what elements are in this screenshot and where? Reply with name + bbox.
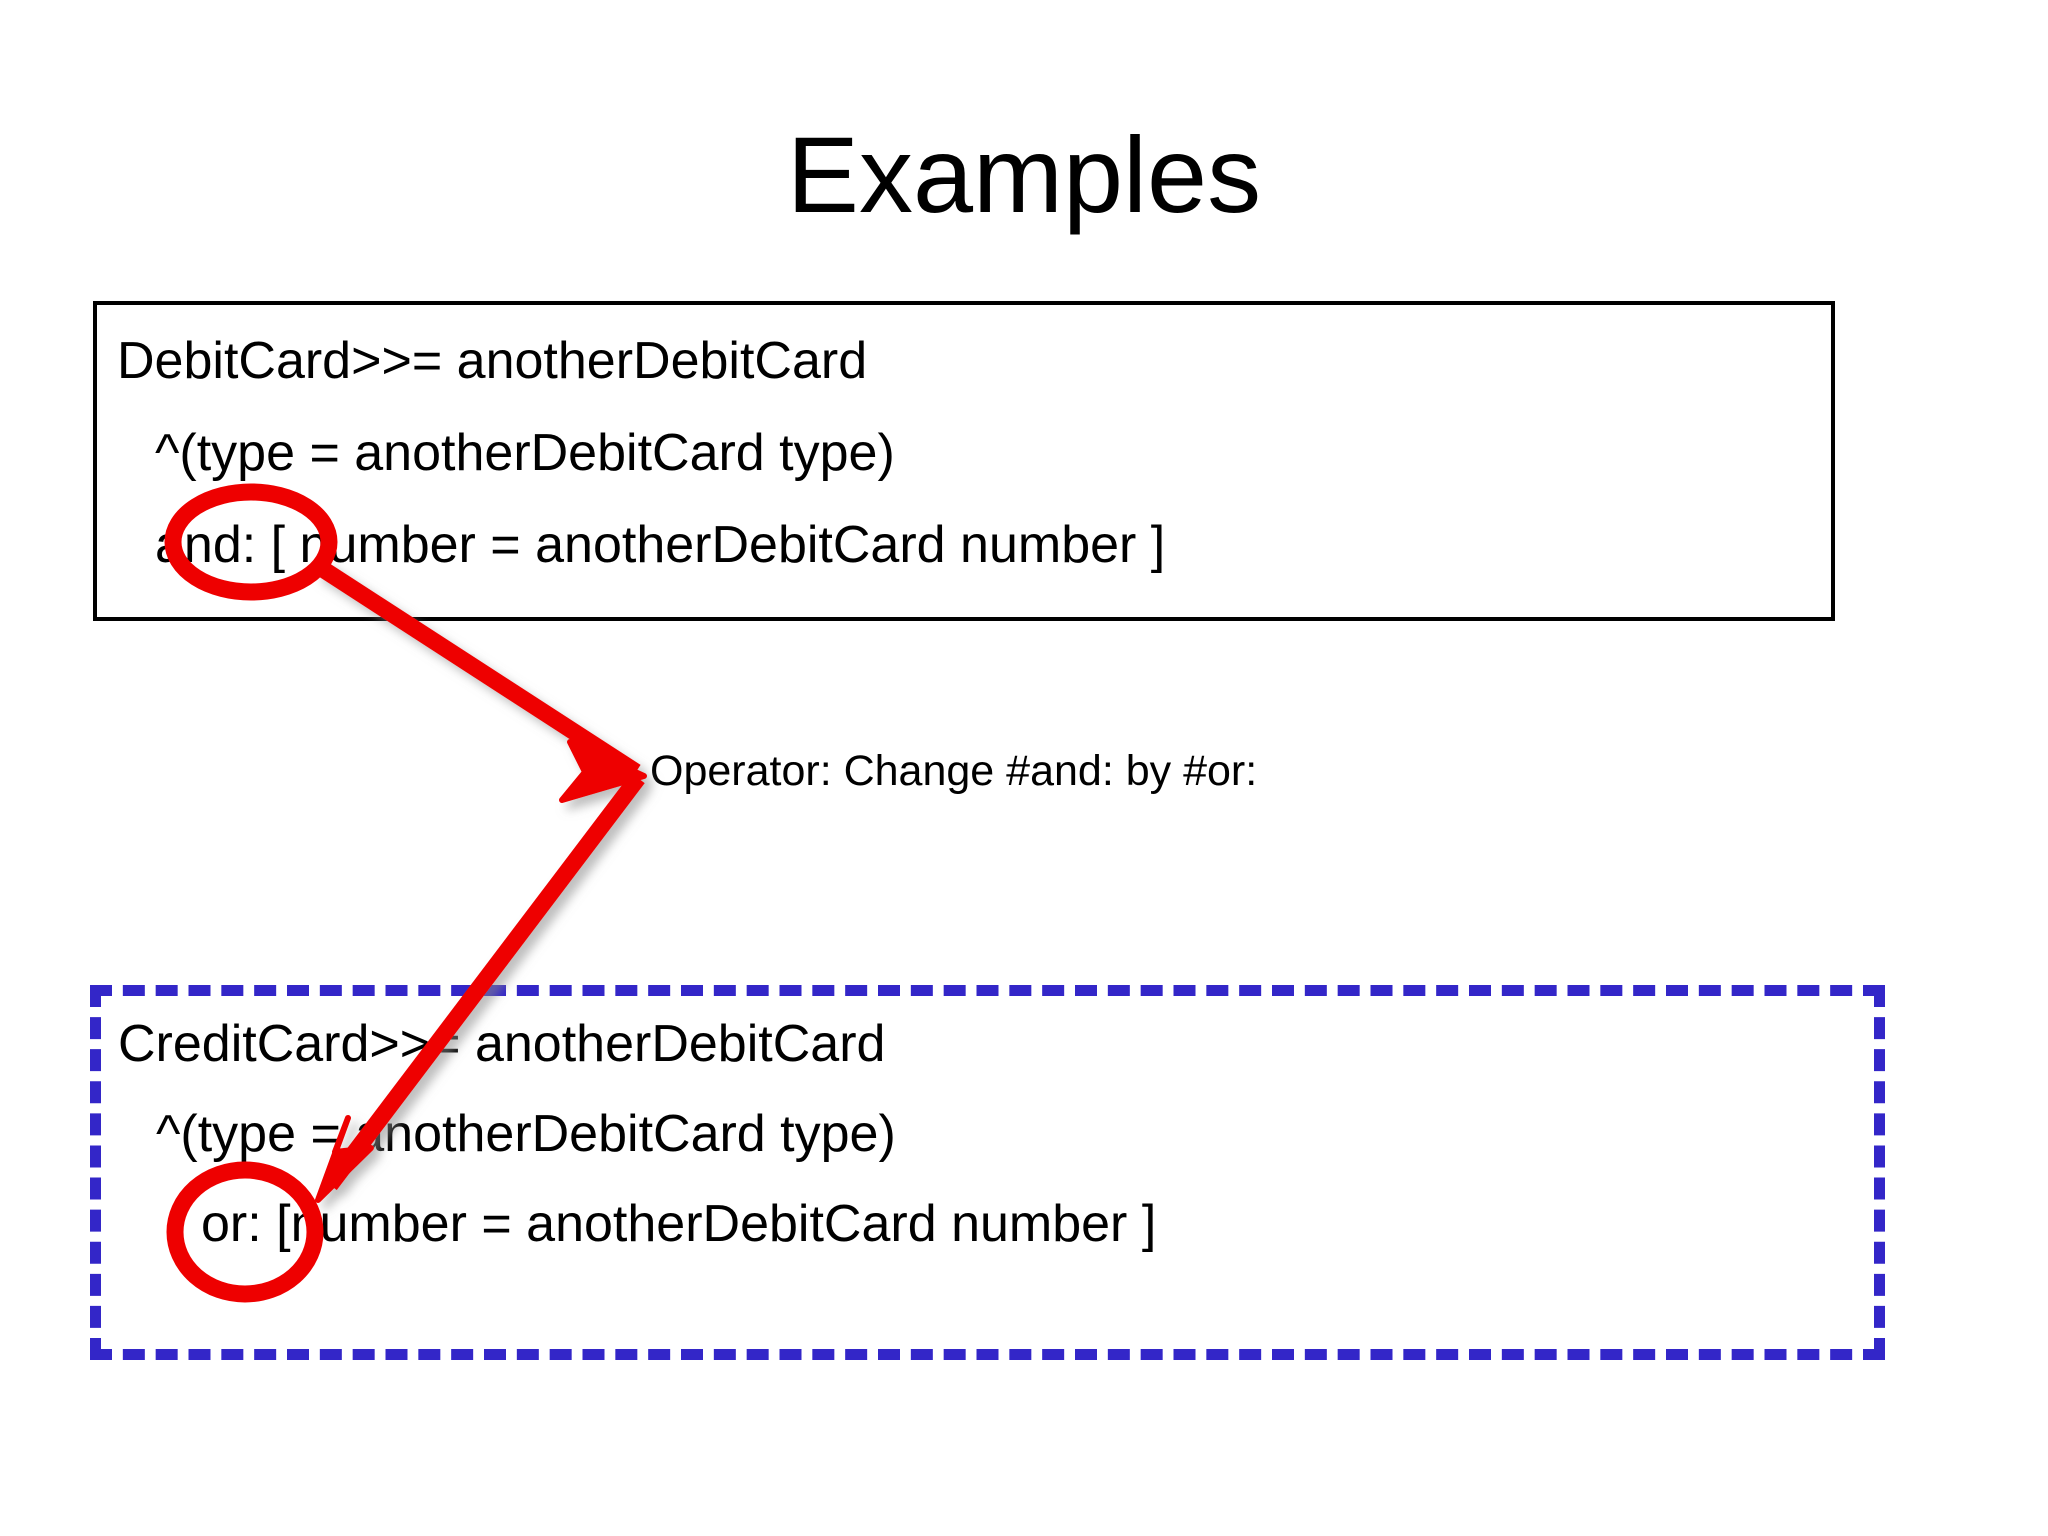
code-line: or: [number = anotherDebitCard number ]: [201, 1195, 1157, 1253]
code-line: CreditCard>>= anotherDebitCard: [118, 1015, 886, 1073]
code-line: and: [ number = anotherDebitCard number …: [155, 516, 1166, 574]
credit-card-box: CreditCard>>= anotherDebitCard ^(type = …: [90, 985, 1885, 1360]
debit-card-box: DebitCard>>= anotherDebitCard ^(type = a…: [93, 301, 1835, 621]
code-line: DebitCard>>= anotherDebitCard: [117, 332, 868, 390]
operator-note-label: Operator: Change #and: by #or:: [650, 747, 1258, 795]
code-line: ^(type = anotherDebitCard type): [156, 1105, 896, 1163]
code-line: ^(type = anotherDebitCard type): [155, 424, 895, 482]
page-title: Examples: [786, 114, 1262, 235]
